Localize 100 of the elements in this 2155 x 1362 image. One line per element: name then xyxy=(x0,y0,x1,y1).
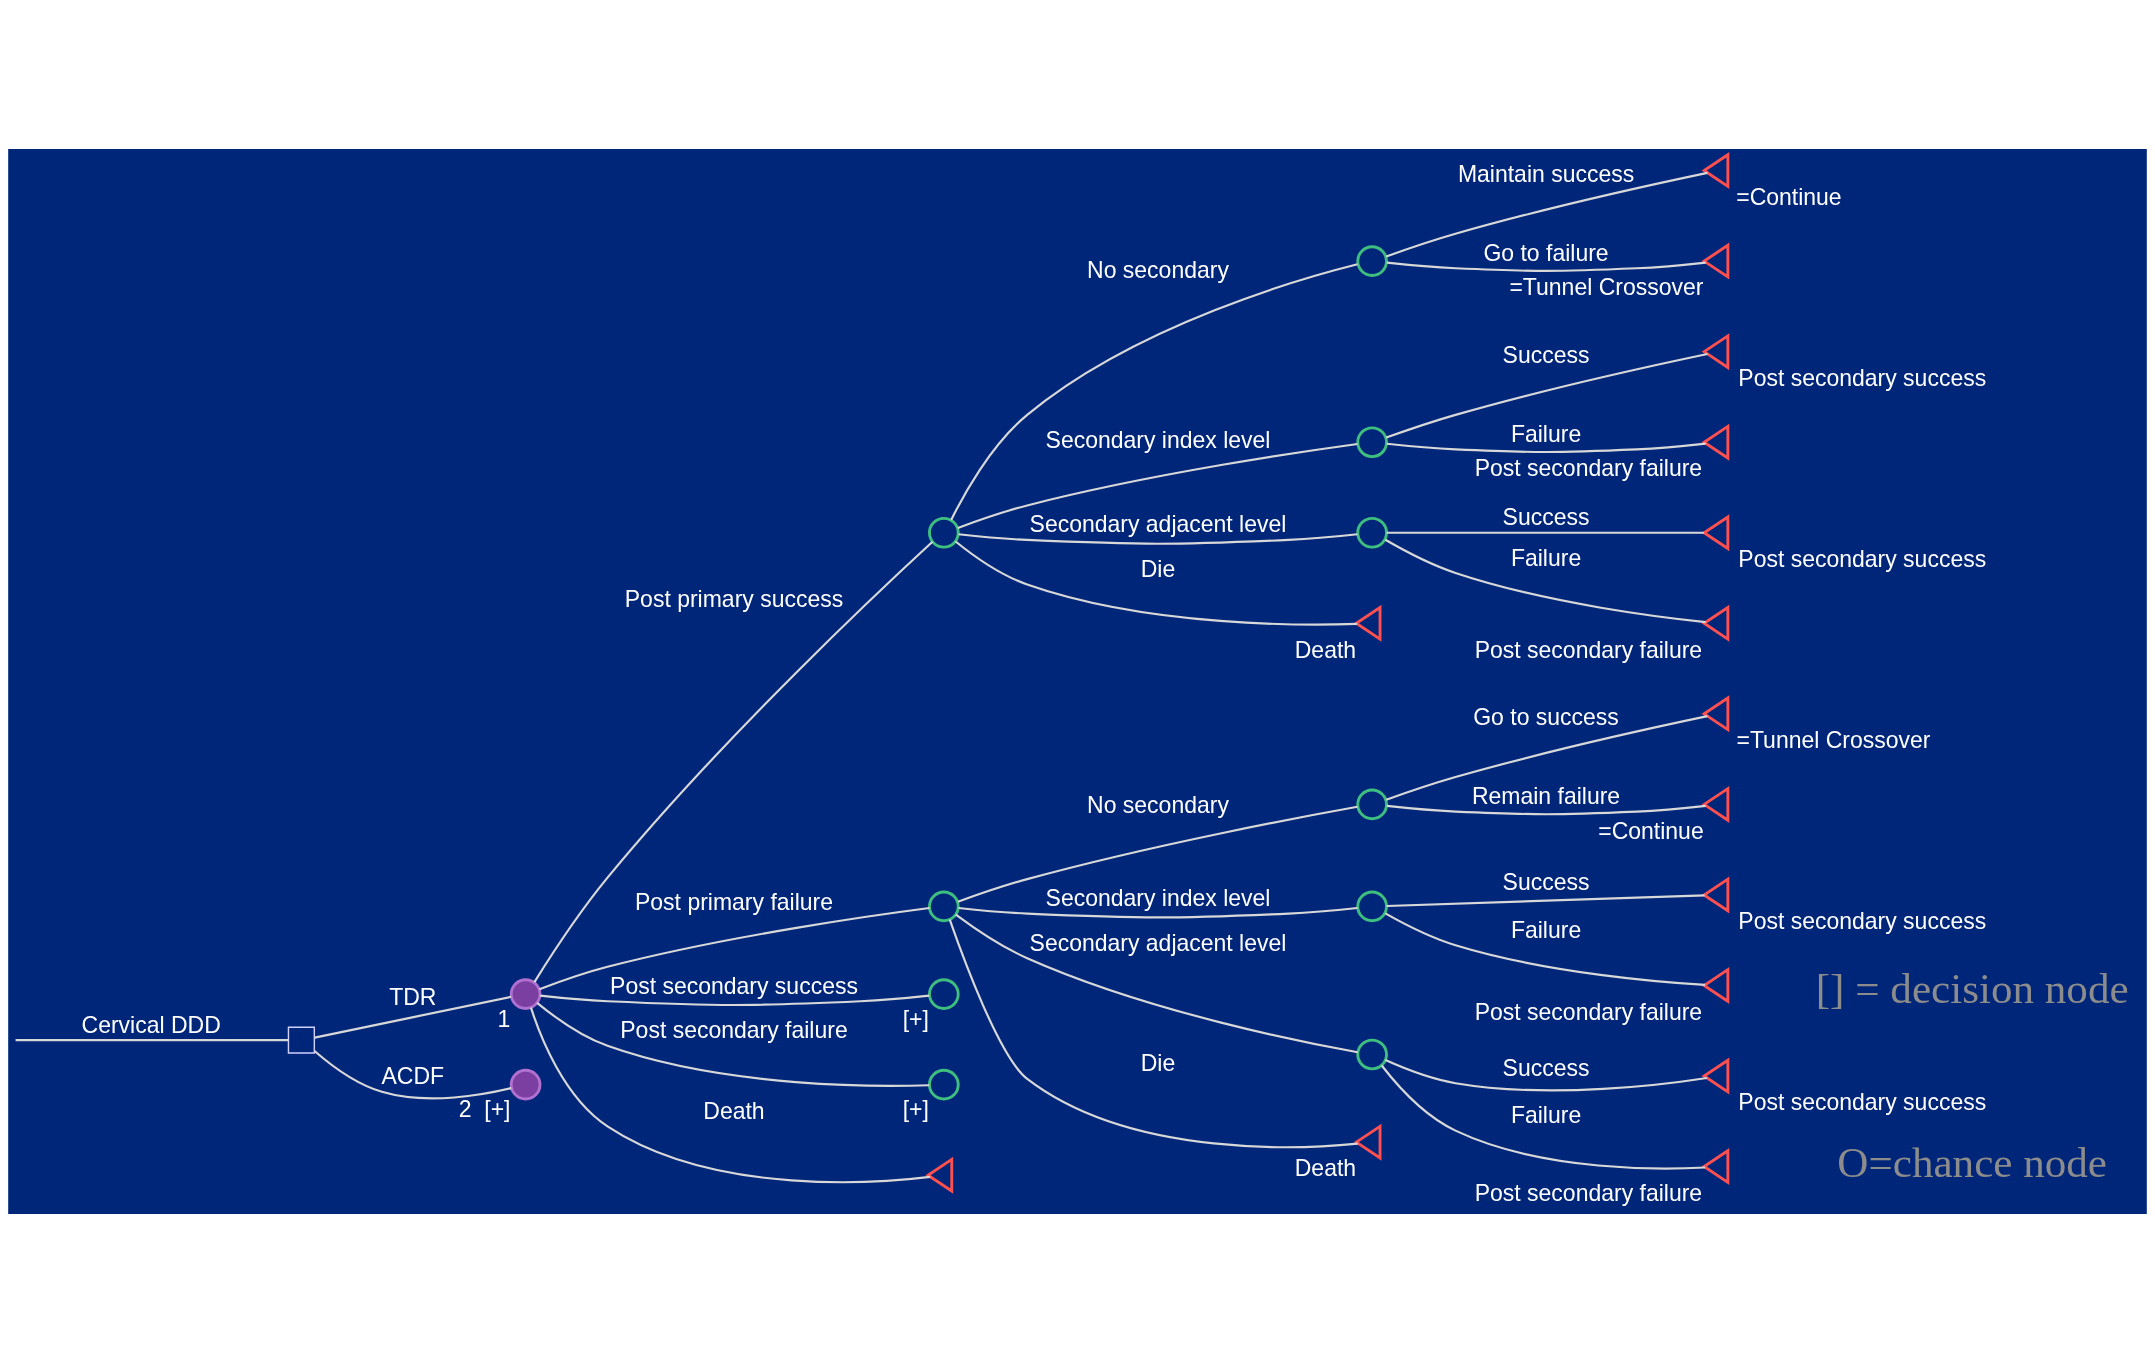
connector xyxy=(1384,538,1706,623)
node-triangle xyxy=(925,1156,954,1194)
edge-label: Secondary index level xyxy=(1045,426,1271,453)
node-triangle xyxy=(1701,604,1730,642)
node-label: [+] xyxy=(902,1095,929,1122)
node-label: =Tunnel Crossover xyxy=(1509,273,1704,300)
node-label: Post secondary failure xyxy=(1474,636,1703,662)
node-label: =Tunnel Crossover xyxy=(1736,726,1931,753)
connector xyxy=(314,995,512,1039)
connector xyxy=(540,994,930,1006)
connector xyxy=(950,262,1358,521)
connector xyxy=(536,1001,930,1087)
connector xyxy=(955,913,1358,1053)
connector xyxy=(1386,804,1706,815)
node-label: Post secondary failure xyxy=(1474,998,1703,1025)
edge-label: Failure xyxy=(1510,544,1582,571)
node-circle xyxy=(509,1068,542,1100)
edge-label: Success xyxy=(1502,341,1590,368)
node-label: Death xyxy=(1294,636,1357,662)
connector xyxy=(958,532,1358,545)
node-circle xyxy=(1356,890,1388,922)
connector xyxy=(1385,352,1708,439)
node-triangle xyxy=(1701,242,1730,280)
connector xyxy=(313,1049,512,1099)
edge-label: Secondary adjacent level xyxy=(1029,929,1287,956)
node-label: Post secondary failure xyxy=(1474,454,1703,481)
node-triangle xyxy=(1701,1147,1730,1185)
node-label: Post secondary success xyxy=(1738,545,1987,572)
edge-label: Remain failure xyxy=(1471,782,1621,809)
node-circle xyxy=(928,1068,960,1100)
node-circle xyxy=(928,890,960,922)
connector xyxy=(1386,531,1704,534)
connector xyxy=(1386,893,1705,907)
connector xyxy=(15,1038,289,1041)
node-triangle xyxy=(1701,423,1730,461)
node-circle xyxy=(1356,788,1388,820)
edge-label: Secondary adjacent level xyxy=(1029,510,1287,537)
node-label: Death xyxy=(1294,1154,1357,1181)
connector xyxy=(1384,911,1706,986)
edge-label: Post primary success xyxy=(624,585,844,612)
edge-label: Maintain success xyxy=(1457,160,1635,187)
edge-label: Post primary failure xyxy=(635,888,833,915)
label: [] = decision node xyxy=(1815,964,2129,1012)
edge-label: Post secondary success xyxy=(610,972,858,999)
edge-label: Success xyxy=(1502,868,1590,895)
node-triangle xyxy=(1701,875,1730,913)
node-label: Post secondary success xyxy=(1738,1088,1987,1115)
edge-label: Success xyxy=(1502,1054,1590,1081)
edge-label: Death xyxy=(703,1097,765,1124)
node-triangle xyxy=(1701,513,1730,551)
node-circle xyxy=(1356,425,1388,458)
node-triangle xyxy=(1701,1057,1730,1094)
node-label: Post secondary success xyxy=(1738,364,1987,391)
node-circle xyxy=(928,516,960,549)
node-label: Post secondary failure xyxy=(1474,1179,1703,1206)
node-label: [+] xyxy=(902,1005,929,1032)
connector xyxy=(1385,171,1708,258)
node-triangle xyxy=(1701,785,1730,823)
edge-label: Secondary index level xyxy=(1045,884,1271,911)
node-label: Post secondary success xyxy=(1738,907,1987,934)
edge-label: Post secondary failure xyxy=(620,1016,848,1043)
edge-label: Cervical DDD xyxy=(81,1011,221,1038)
node-circle xyxy=(928,977,960,1010)
connector xyxy=(958,906,1358,918)
edge-label: Die xyxy=(1140,1049,1176,1076)
node-triangle xyxy=(1701,332,1730,370)
edge-label: No secondary xyxy=(1087,791,1229,818)
edge-label: Go to success xyxy=(1473,703,1619,730)
connector xyxy=(533,540,934,983)
label: O=chance node xyxy=(1837,1138,2108,1186)
node-label: =Continue xyxy=(1736,183,1842,210)
connector xyxy=(1385,1058,1708,1091)
edge-label: Success xyxy=(1502,503,1590,530)
edge-label: ACDF xyxy=(381,1062,445,1089)
connector xyxy=(957,442,1358,529)
node-label: 1 xyxy=(497,1005,511,1032)
edge-label: Failure xyxy=(1510,420,1582,447)
edge-label: Die xyxy=(1140,555,1176,582)
edge-label: No secondary xyxy=(1087,256,1229,283)
node-circle xyxy=(1356,244,1388,277)
node-triangle xyxy=(1701,966,1730,1004)
connector xyxy=(1385,714,1708,801)
connector xyxy=(957,805,1358,903)
node-triangle xyxy=(1701,694,1730,732)
node-triangle xyxy=(1701,151,1730,189)
node-triangle xyxy=(1353,1123,1382,1161)
node-circle xyxy=(509,977,542,1010)
node-circle xyxy=(1356,516,1388,549)
edge-label: Failure xyxy=(1510,916,1582,943)
connector xyxy=(1386,442,1706,453)
connector xyxy=(529,1006,931,1183)
edge-label: Go to failure xyxy=(1483,239,1609,266)
connector xyxy=(1380,1064,1706,1170)
connector xyxy=(954,540,1358,626)
node-circle xyxy=(1356,1038,1388,1070)
connector xyxy=(539,906,930,990)
connector xyxy=(948,918,1358,1148)
node-label: 2 [+] xyxy=(458,1095,511,1122)
edge-label: TDR xyxy=(389,983,437,1010)
connector xyxy=(1386,261,1706,272)
